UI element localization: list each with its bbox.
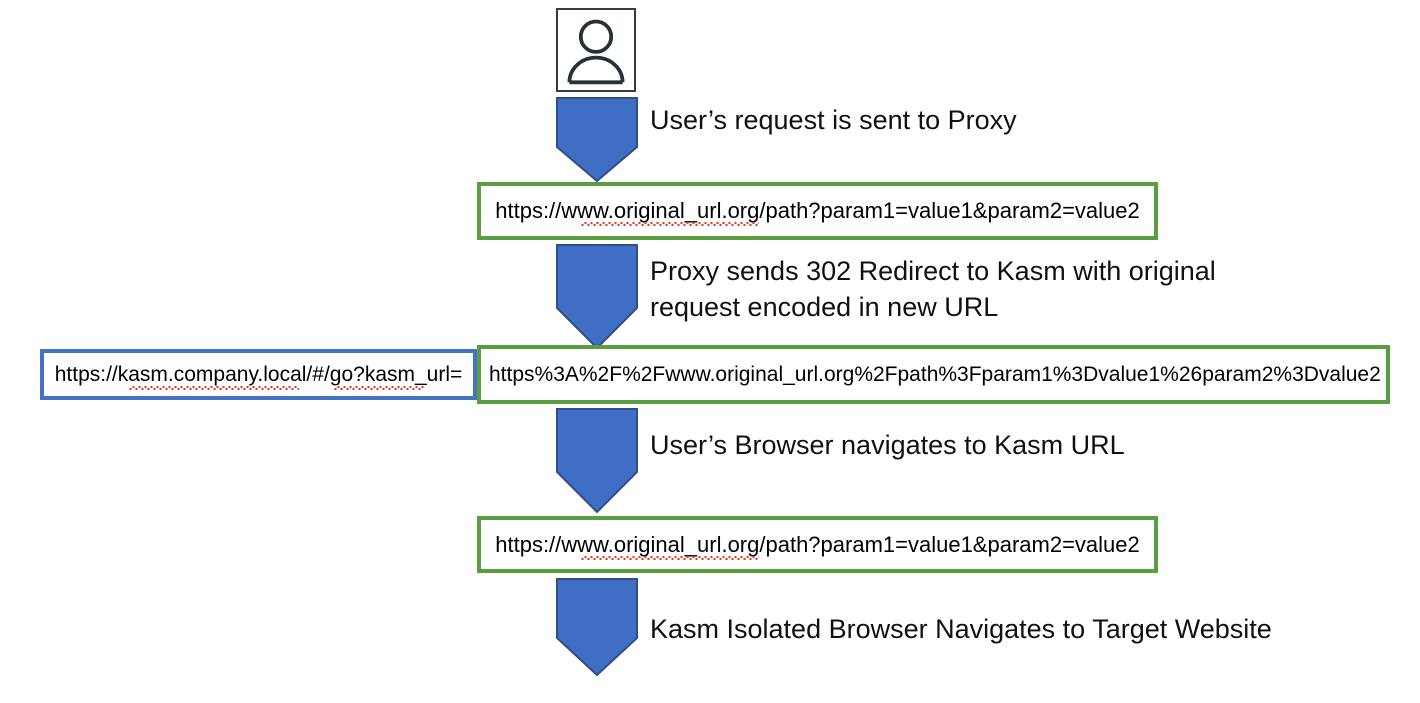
flow-arrow-3 [556, 408, 638, 513]
spellcheck-underline [129, 386, 299, 390]
original-url-box-bottom: https://www.original_url.org/path?param1… [477, 516, 1158, 573]
flow-arrow-1 [556, 97, 638, 182]
step-1-caption: User’s request is sent to Proxy [650, 105, 1017, 135]
spellcheck-underline [334, 386, 424, 390]
flow-arrow-2 [556, 244, 638, 349]
encoded-url-text: https%3A%2F%2Fwww.original_url.org%2Fpat… [489, 363, 1381, 386]
original-url-text-top: https://www.original_url.org/path?param1… [495, 198, 1140, 223]
kasm-url-prefix-text: https://kasm.company.local/#/go?kasm_url… [54, 363, 463, 386]
step-4-caption: Kasm Isolated Browser Navigates to Targe… [650, 614, 1272, 644]
original-url-box-top: https://www.original_url.org/path?param1… [477, 182, 1158, 240]
user-person-icon [556, 8, 636, 92]
kasm-url-prefix-box: https://kasm.company.local/#/go?kasm_url… [40, 349, 477, 400]
encoded-url-box: https%3A%2F%2Fwww.original_url.org%2Fpat… [477, 345, 1390, 404]
step-3-caption: User’s Browser navigates to Kasm URL [650, 430, 1125, 460]
spellcheck-underline [581, 556, 759, 560]
flow-arrow-4 [556, 578, 638, 676]
original-url-text-bottom: https://www.original_url.org/path?param1… [495, 531, 1140, 557]
step-2-caption: Proxy sends 302 Redirect to Kasm with or… [650, 256, 1216, 322]
